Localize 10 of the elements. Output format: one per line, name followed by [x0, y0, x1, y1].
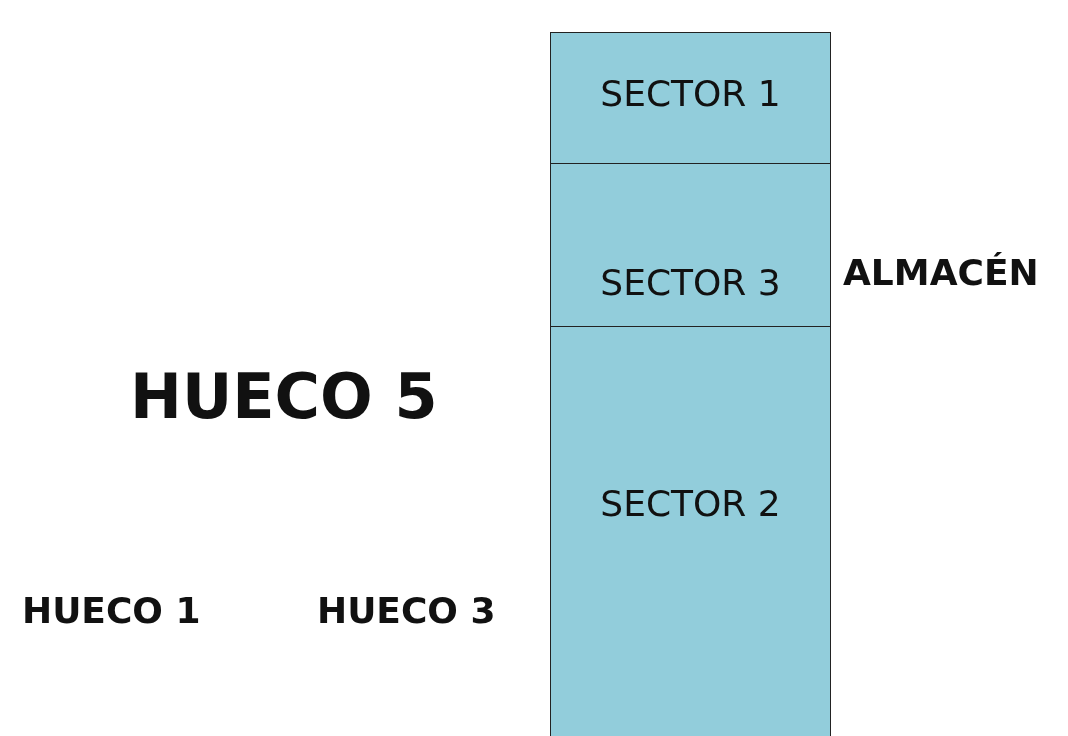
area-label: HUECO 5 — [130, 360, 438, 433]
area-label: ALMACÉN — [843, 252, 1039, 293]
sector-label: SECTOR 1 — [599, 73, 782, 114]
area-label: HUECO 3 — [317, 590, 496, 631]
sector-area — [550, 326, 831, 736]
sector-label: SECTOR 3 — [599, 262, 782, 303]
sector-area — [550, 32, 831, 164]
sector-label: SECTOR 2 — [599, 483, 782, 524]
area-label: HUECO 1 — [22, 590, 201, 631]
sector-area — [550, 163, 831, 327]
